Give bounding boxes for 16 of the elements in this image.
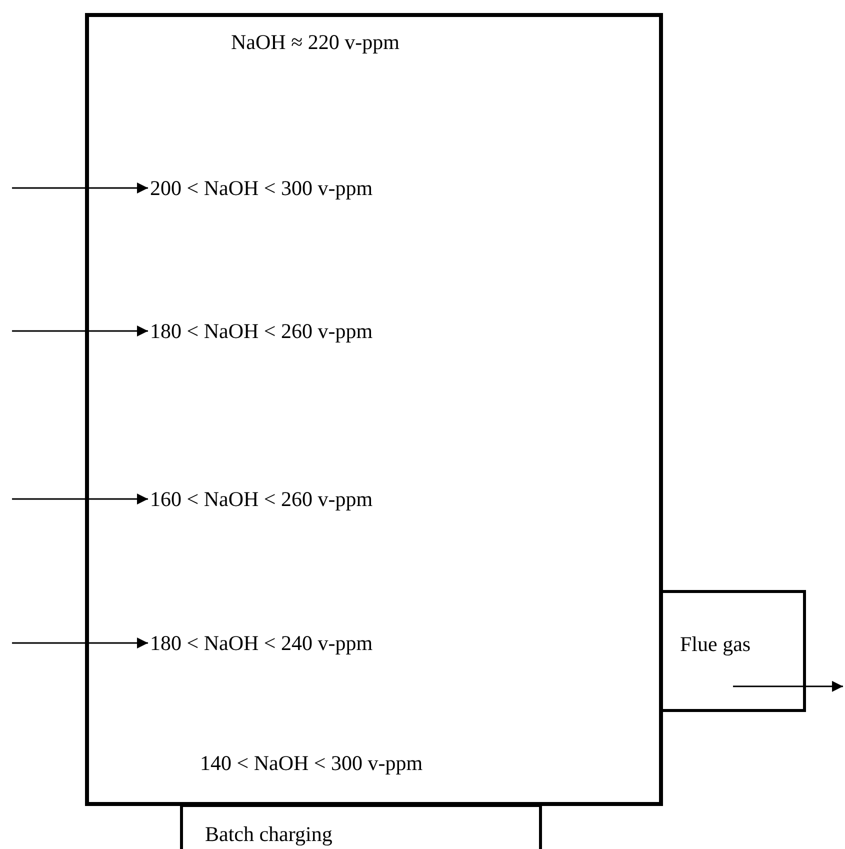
batch-charging-opening xyxy=(180,806,542,849)
arrow xyxy=(12,182,148,194)
furnace-outline xyxy=(85,13,663,806)
concentration-text: 180 < NaOH < 240 v-ppm xyxy=(150,630,373,656)
concentration-text: 200 < NaOH < 300 v-ppm xyxy=(150,175,373,201)
flue-gas-box xyxy=(660,590,806,712)
concentration-text: 160 < NaOH < 260 v-ppm xyxy=(150,486,373,512)
concentration-text: NaOH ≈ 220 v-ppm xyxy=(231,29,400,55)
concentration-text: 180 < NaOH < 260 v-ppm xyxy=(150,318,373,344)
arrow xyxy=(12,493,148,505)
arrow xyxy=(12,325,148,337)
concentration-text: 140 < NaOH < 300 v-ppm xyxy=(200,750,423,776)
batch-charging-label: Batch charging xyxy=(205,821,332,847)
flue-gas-label: Flue gas xyxy=(680,631,751,657)
arrow xyxy=(733,680,843,692)
arrow xyxy=(12,637,148,649)
